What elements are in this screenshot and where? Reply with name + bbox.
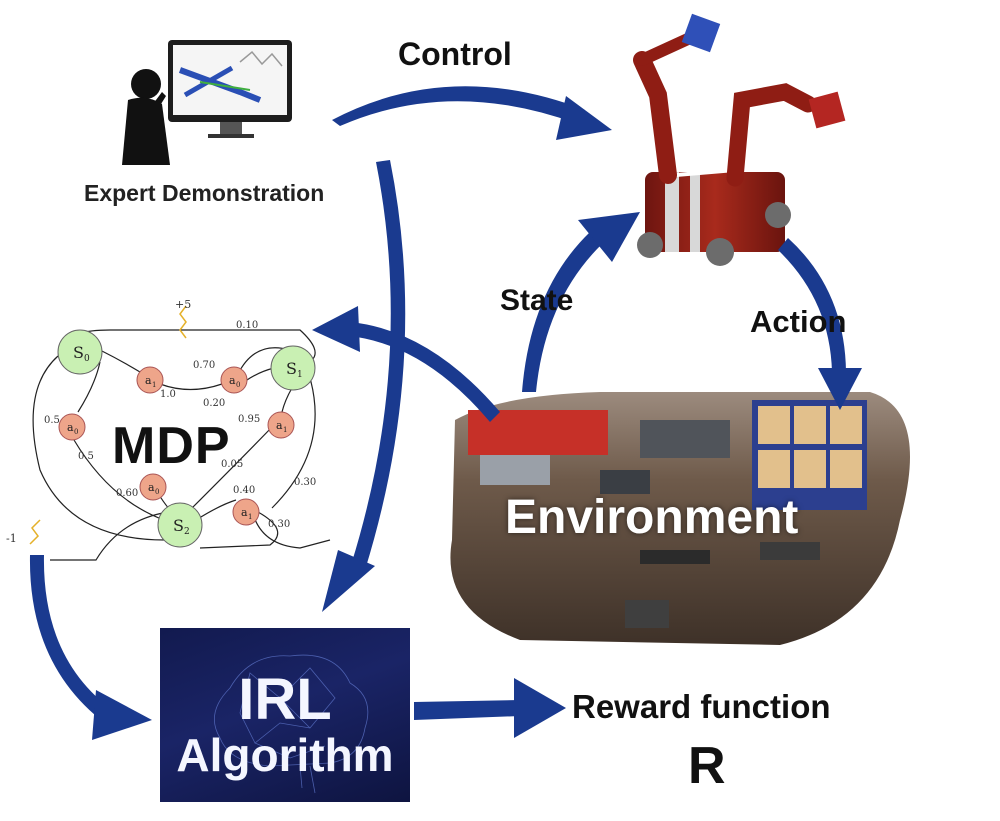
mdp-a-sub: 1 <box>283 426 287 434</box>
mdp-label: MDP <box>112 417 231 475</box>
expert-demonstration-label: Expert Demonstration <box>84 180 325 206</box>
mdp-s1-sub: 1 <box>297 370 303 380</box>
mdp-a-sub: 0 <box>155 488 159 496</box>
mdp-s0-sub: 0 <box>84 354 90 364</box>
mdp-a-sub: 0 <box>74 428 78 436</box>
mdp-a-label: a <box>229 374 236 387</box>
env-to-mdp-arrowhead <box>312 306 360 352</box>
mdp-edge-label: 0.40 <box>233 485 255 496</box>
mdp-action-s1a0 <box>220 366 248 394</box>
mdp-node-labels: S 0 S 1 S 2 a 1 a 0 a 0 a 1 a 0 a 1 <box>67 343 303 537</box>
mdp-edge-label: 0.20 <box>203 398 225 409</box>
mdp-state-s0 <box>57 329 103 375</box>
mdp-edge-label: 0.30 <box>294 477 316 488</box>
mdp-edge-label: 0.10 <box>236 320 258 331</box>
mdp-a-label: a <box>148 481 155 494</box>
mdp-to-irl-arrowhead <box>92 690 152 740</box>
mdp-edge-label: 0.95 <box>238 414 260 425</box>
expert-person-icon <box>122 69 170 165</box>
mdp-a-label: a <box>241 506 248 519</box>
state-arrow <box>522 232 602 392</box>
mdp-reward-plus: +5 <box>175 298 191 311</box>
irl-subtitle: Algorithm <box>176 729 394 781</box>
mdp-edge-labels: 0.10 0.70 1.0 0.20 0.95 0.5 0.5 0.05 0.6… <box>6 298 316 545</box>
mdp-s1-label: S <box>286 359 297 378</box>
mdp-a-label: a <box>276 419 283 432</box>
mdp-edge-label: 1.0 <box>160 389 176 400</box>
mdp-s2-label: S <box>173 516 184 535</box>
mdp-edge-label: 0.70 <box>193 360 215 371</box>
control-label: Control <box>398 36 512 72</box>
irl-to-reward-arrowhead <box>514 678 566 738</box>
control-arrow <box>332 86 585 126</box>
mdp-action-s0a0 <box>58 413 86 441</box>
mdp-s0-label: S <box>73 343 84 362</box>
irl-to-reward-arrow <box>414 700 520 720</box>
mdp-action-s2a0 <box>139 473 167 501</box>
mdp-edge-label: 0.5 <box>78 451 94 462</box>
mdp-state-s1 <box>270 345 316 391</box>
mdp-a-sub: 0 <box>236 381 240 389</box>
state-label: State <box>500 284 574 317</box>
monitor-icon <box>168 40 292 138</box>
reward-symbol: R <box>688 737 726 795</box>
flow-arrows <box>29 86 862 740</box>
environment-scene <box>450 392 910 645</box>
env-to-mdp-arrow <box>350 322 500 422</box>
reward-function-label: Reward function <box>572 688 831 725</box>
mdp-action-s0a1 <box>136 366 164 394</box>
brain-icon <box>213 654 369 794</box>
mdp-action-nodes <box>58 366 295 526</box>
mdp-edge-label: 0.05 <box>221 459 243 470</box>
expert-to-irl-arrowhead <box>322 550 375 612</box>
mdp-state-s2 <box>157 502 203 548</box>
mdp-edge-label: 0.5 <box>44 415 60 426</box>
mdp-edge-label: 0.30 <box>268 519 290 530</box>
robot-icon <box>633 13 846 266</box>
mdp-edge-label: 0.60 <box>116 488 138 499</box>
mdp-action-s2a1 <box>232 498 260 526</box>
control-arrowhead <box>556 96 612 140</box>
mdp-reward-minus: -1 <box>6 532 17 545</box>
mdp-action-s1a1 <box>267 411 295 439</box>
mdp-a-label: a <box>67 421 74 434</box>
action-label: Action <box>750 304 847 339</box>
irl-title: IRL <box>238 667 332 732</box>
mdp-a-sub: 1 <box>152 381 156 389</box>
mdp-a-sub: 1 <box>248 513 252 521</box>
mdp-state-nodes <box>57 329 316 548</box>
environment-label: Environment <box>505 491 799 544</box>
state-arrowhead <box>578 212 640 262</box>
irl-algorithm-box: IRL Algorithm <box>160 628 410 802</box>
action-arrowhead <box>818 368 862 410</box>
action-arrow <box>778 238 846 372</box>
mdp-s2-sub: 2 <box>184 527 190 537</box>
expert-to-irl-arrow <box>351 160 406 570</box>
mdp-a-label: a <box>145 374 152 387</box>
